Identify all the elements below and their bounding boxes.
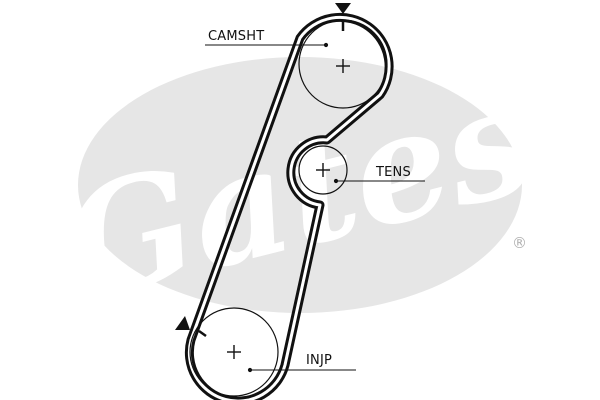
watermark-ellipse xyxy=(78,57,522,313)
timing-mark-triangle-icon xyxy=(335,3,351,14)
tensioner-pulley-circle xyxy=(298,145,348,195)
injection-pump-pulley-circle xyxy=(189,307,279,397)
pulley-center-cross-icon xyxy=(336,59,350,73)
timing-belt xyxy=(184,12,394,400)
camshaft-pulley-circle xyxy=(298,19,388,109)
belt-inner xyxy=(187,15,391,400)
pulley-center-cross-icon xyxy=(316,163,330,177)
injection-pump-pulley xyxy=(175,307,279,397)
tensioner-pulley xyxy=(298,145,348,195)
leader-lines xyxy=(205,42,425,373)
injection-pump-label: INJP xyxy=(306,353,332,368)
registered-mark: ® xyxy=(512,234,527,252)
timing-mark-triangle-icon xyxy=(175,316,190,330)
injection-pump-timing-tick xyxy=(198,329,207,338)
pulley-center-cross-icon xyxy=(227,345,241,359)
tensioner-label: TENS xyxy=(375,165,411,180)
camshaft-label: CAMSHT xyxy=(208,29,264,44)
camshaft-pulley xyxy=(298,3,388,109)
